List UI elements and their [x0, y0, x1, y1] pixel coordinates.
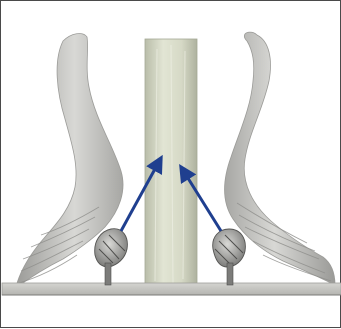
left-screw [95, 229, 128, 285]
right-screw [213, 229, 246, 285]
base-plinth [2, 283, 341, 295]
